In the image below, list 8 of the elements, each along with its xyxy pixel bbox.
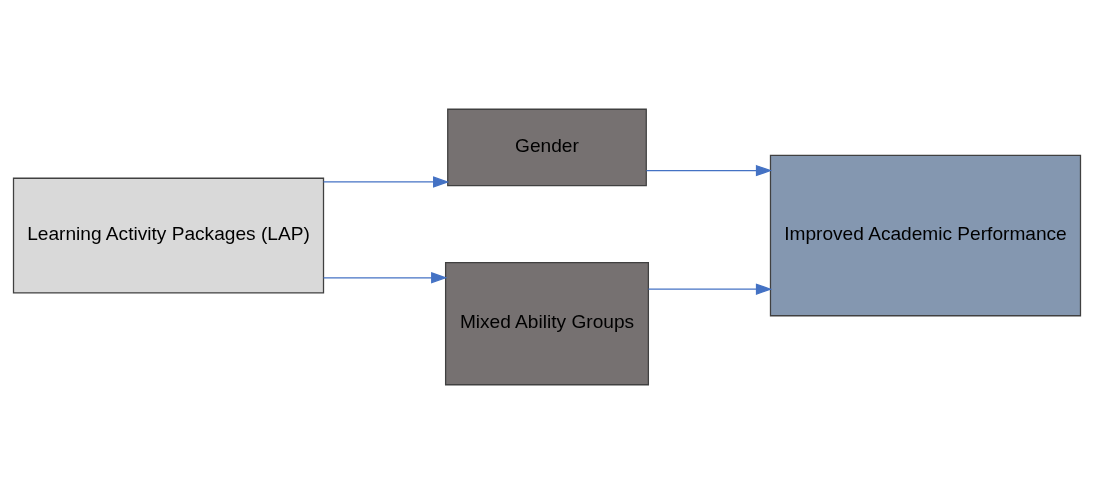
- node-box: Improved Academic Performance: [769, 154, 1082, 316]
- arrow: [322, 271, 448, 283]
- arrow: [322, 175, 450, 188]
- node-box: Gender: [447, 108, 647, 186]
- node-box: Learning Activity Packages (LAP): [12, 177, 325, 294]
- node-box: Mixed Ability Groups: [444, 261, 650, 385]
- arrow: [647, 282, 773, 295]
- arrow: [645, 164, 773, 176]
